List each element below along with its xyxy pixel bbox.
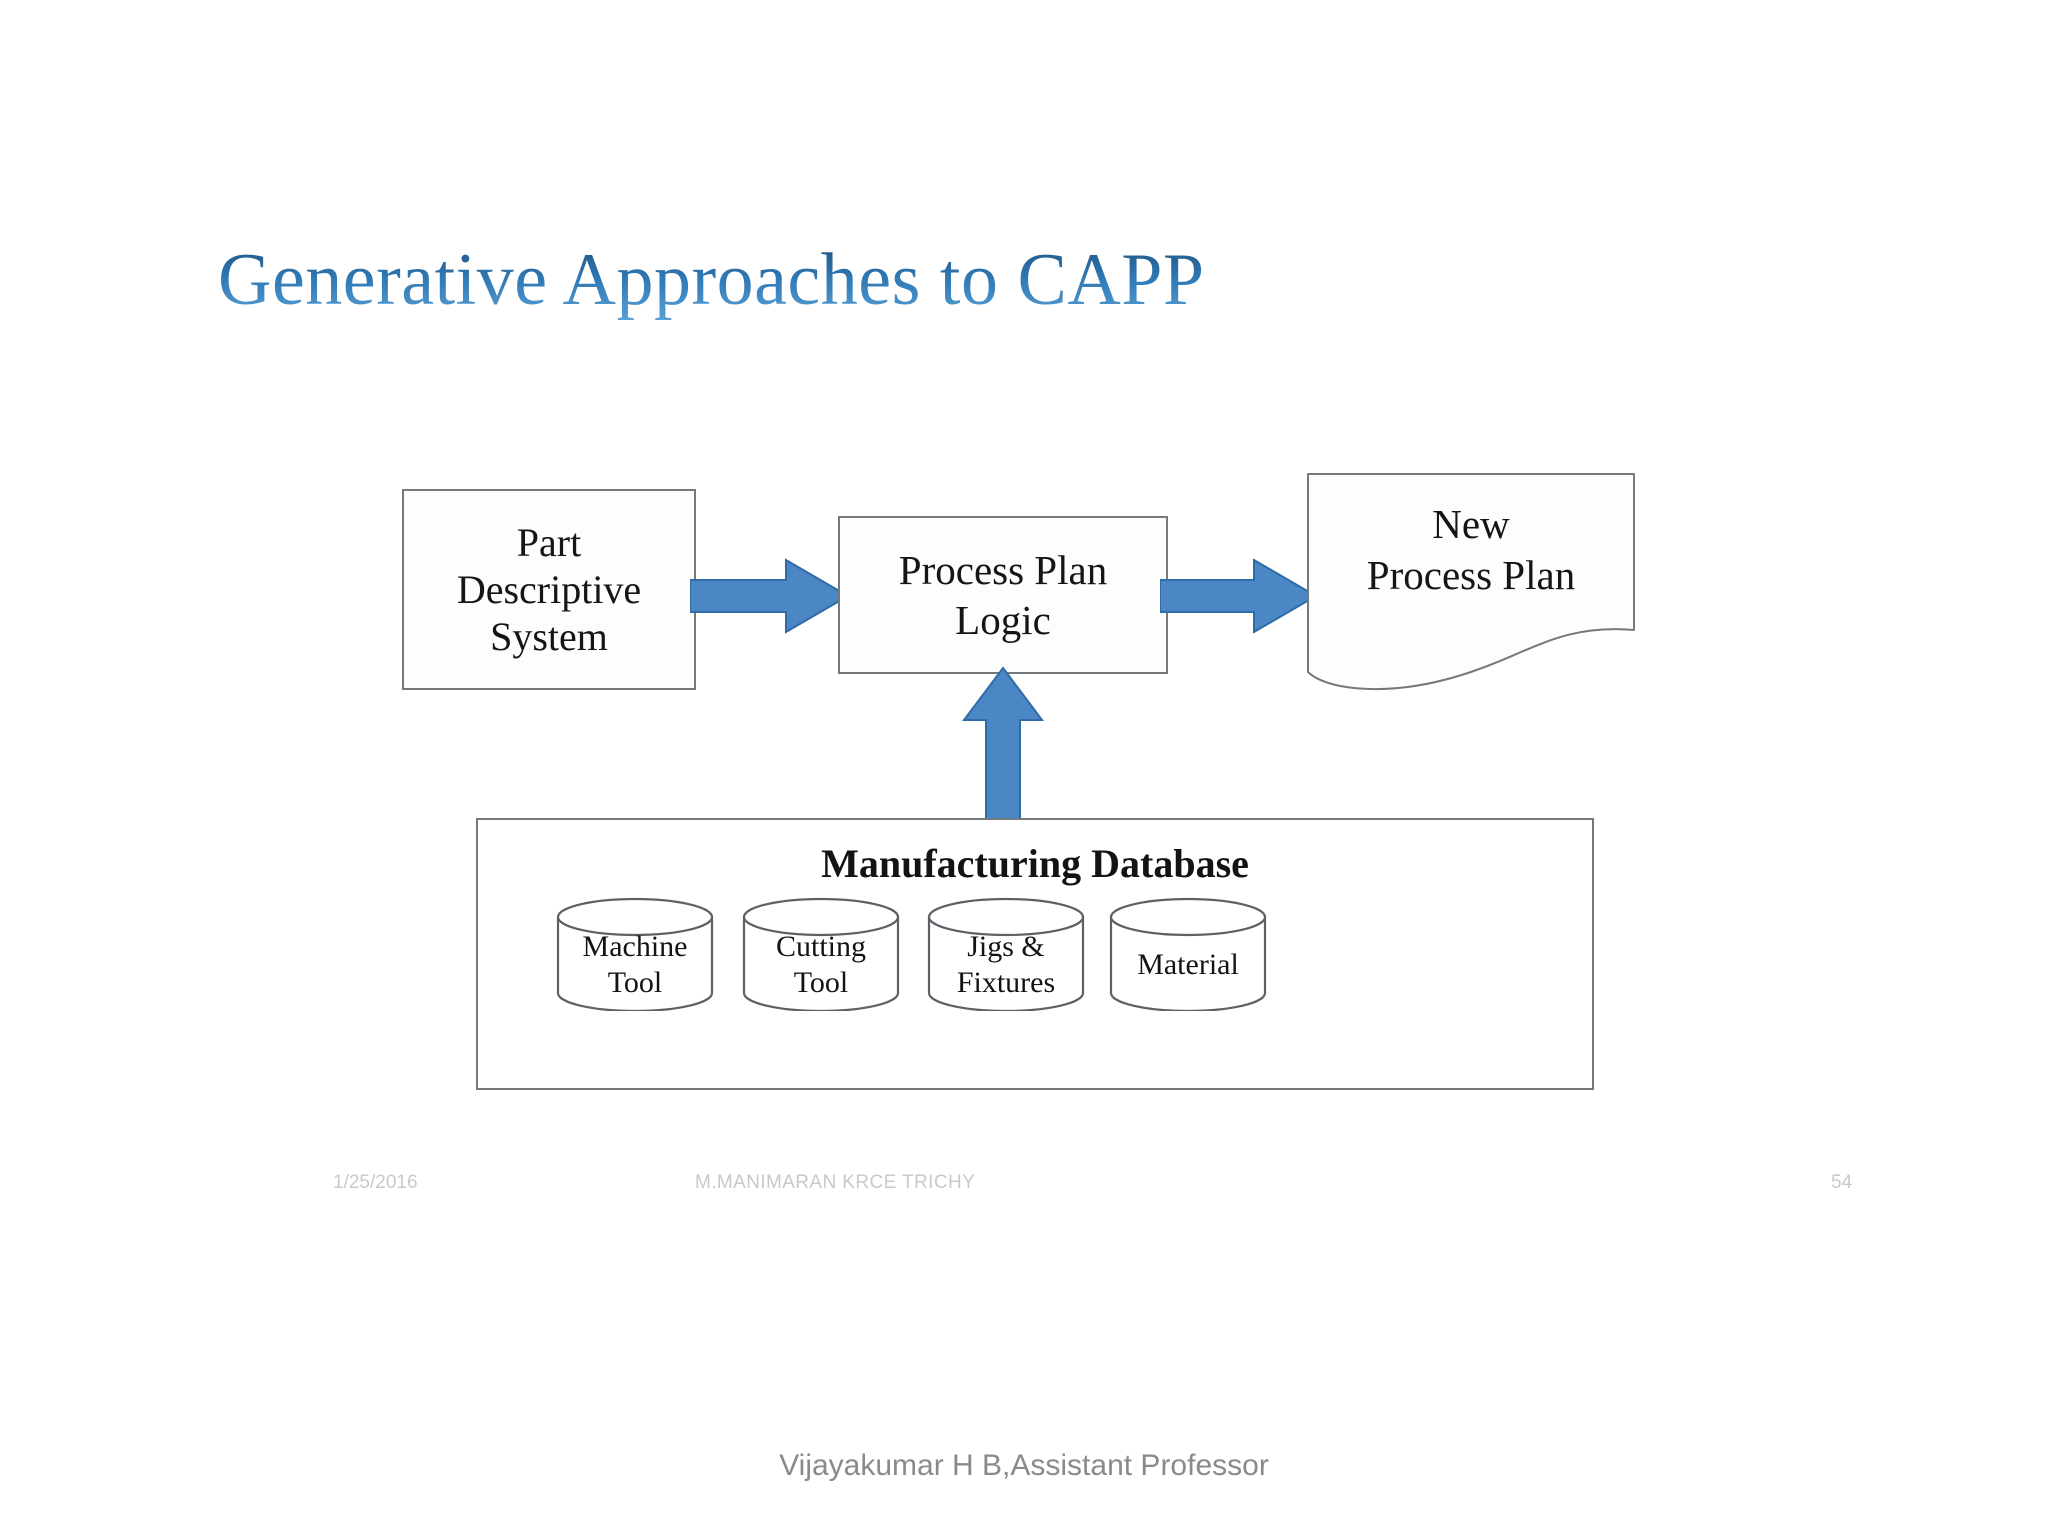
arrow-part-to-logic-icon <box>690 556 848 636</box>
bottom-caption: Vijayakumar H B,Assistant Professor <box>779 1449 1269 1482</box>
arrow-right-icon <box>1160 558 1316 634</box>
database-cylinder-material-label: Material <box>1137 948 1239 981</box>
cylinder-icon <box>742 897 900 1011</box>
footer-date: 1/25/2016 <box>333 1172 418 1193</box>
cylinder-icon <box>1109 897 1267 1011</box>
document-shape-icon <box>1307 473 1635 691</box>
page-title: Generative Approaches to CAPP <box>218 239 1205 321</box>
cylinder-icon <box>927 897 1085 1011</box>
arrow-up-icon <box>962 666 1044 833</box>
cylinder-icon <box>556 897 714 1011</box>
footer-author-institution: M.MANIMARAN KRCE TRICHY <box>695 1172 976 1193</box>
arrow-database-to-logic-icon <box>962 666 1044 834</box>
database-cylinder-jigs-fixtures-label: Jigs &Fixtures <box>956 930 1056 999</box>
arrow-right-icon <box>690 558 848 634</box>
database-cylinder-jigs-fixtures: Jigs &Fixtures <box>926 897 1086 1011</box>
manufacturing-database-title: Manufacturing Database <box>821 841 1249 886</box>
footer-page-number: 54 <box>1831 1172 1853 1193</box>
arrow-logic-to-new-plan-icon <box>1160 556 1316 636</box>
database-cylinder-material: Material <box>1108 897 1268 1011</box>
